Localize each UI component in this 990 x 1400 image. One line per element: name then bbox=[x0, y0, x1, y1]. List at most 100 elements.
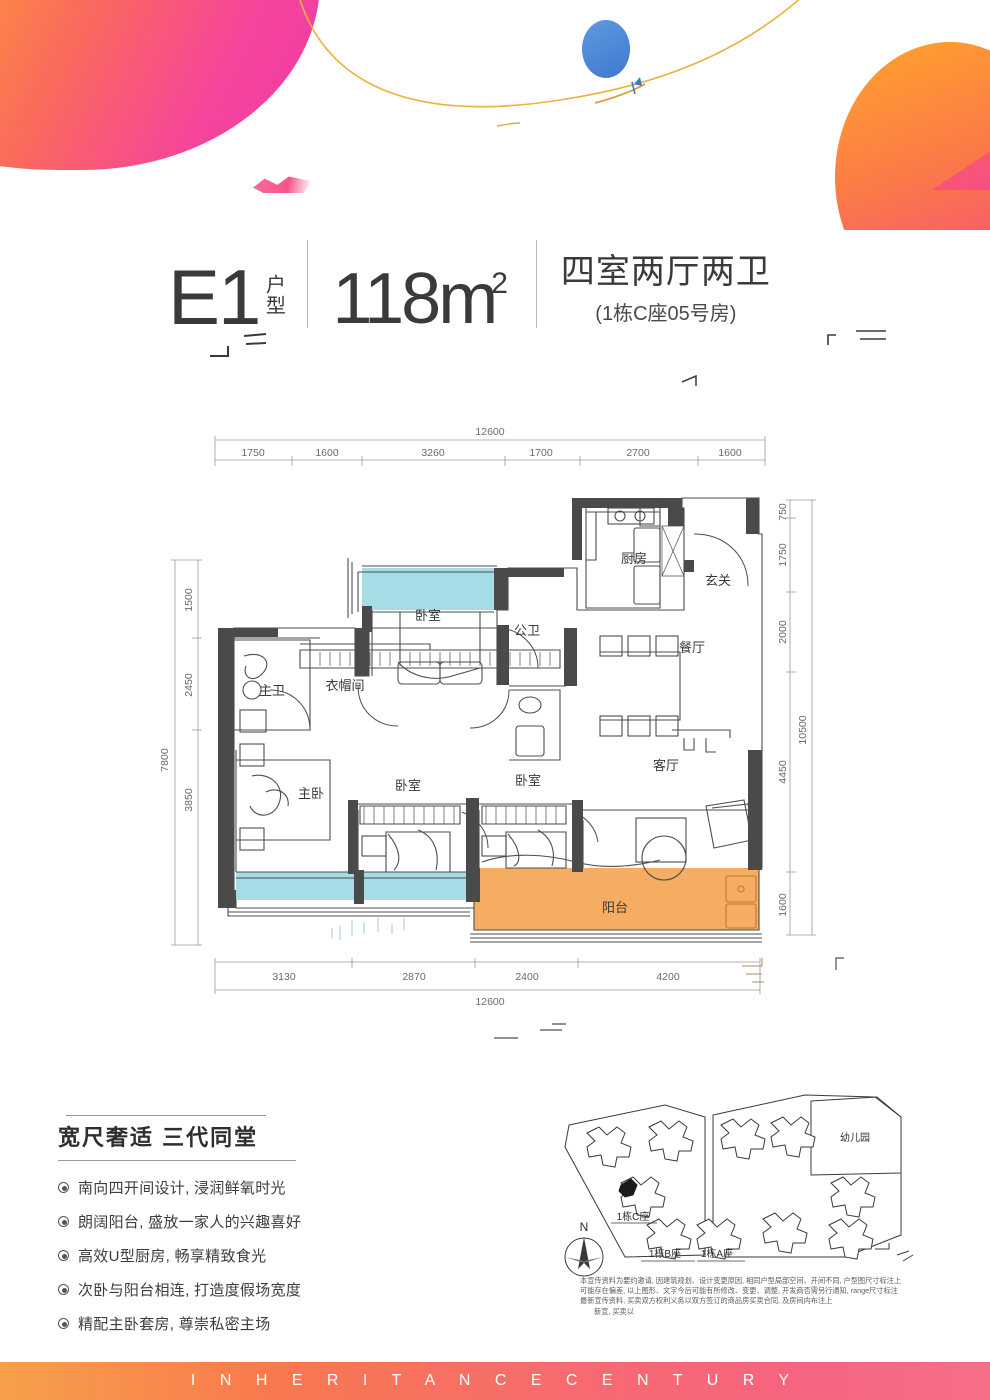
room-label-entrance-hall: 玄关 bbox=[705, 573, 731, 588]
feature-text: 南向四开间设计, 浸润鲜氧时光 bbox=[78, 1180, 286, 1197]
door-swings bbox=[269, 627, 599, 849]
room-label-walk-in-closet: 衣帽间 bbox=[325, 678, 364, 693]
bullet-icon bbox=[58, 1250, 69, 1261]
feature-item: 精配主卧套房, 尊崇私密主场 bbox=[58, 1313, 398, 1334]
room-label-public-bathroom: 公卫 bbox=[514, 623, 540, 638]
dim-top-seg-4: 2700 bbox=[626, 447, 650, 459]
dim-right-total: 10500 bbox=[797, 715, 809, 744]
disclaimer-line-1: 本宣传资料为要约邀请, 因建筑规划、设计变更原因, 相同户型局部空间、开间不同,… bbox=[580, 1276, 902, 1285]
dim-bottom-seg-3: 4200 bbox=[656, 971, 680, 983]
floor-plan: 12600 1750 1600 3260 1700 2700 1600 7800… bbox=[0, 400, 990, 1040]
room-label-bedroom-south: 卧室 bbox=[515, 773, 541, 788]
unit-area-unit: m bbox=[438, 259, 498, 340]
feature-text: 精配主卧套房, 尊崇私密主场 bbox=[78, 1316, 271, 1333]
disclaimer-line-3: 最新宣传资料, 买卖双方权利义务以双方签订的商品房买卖合同, 及房间内布注上 bbox=[580, 1296, 833, 1306]
features-rule-top bbox=[66, 1115, 266, 1116]
dimension-chain-bottom bbox=[214, 958, 761, 994]
bullet-icon bbox=[58, 1216, 69, 1227]
dim-right-seg-1: 1750 bbox=[777, 543, 789, 567]
feature-item: 高效U型厨房, 畅享精致食光 bbox=[58, 1245, 398, 1266]
dim-right-seg-2: 2000 bbox=[777, 620, 789, 644]
site-label-kindergarten: 幼儿园 bbox=[840, 1131, 870, 1144]
dim-left-seg-2: 3850 bbox=[183, 788, 195, 812]
dim-top-seg-5: 1600 bbox=[718, 447, 742, 459]
feature-item: 南向四开间设计, 浸润鲜氧时光 bbox=[58, 1177, 398, 1198]
title-divider-1 bbox=[307, 240, 309, 328]
bullet-icon bbox=[58, 1182, 69, 1193]
wall-outlines bbox=[227, 497, 763, 943]
unit-room-block: 四室两厅两卫 (1栋C座05号房) bbox=[560, 252, 771, 332]
dimension-chain-left bbox=[171, 559, 202, 946]
balcony-fill-main bbox=[474, 868, 759, 930]
room-label-bedroom-middle: 卧室 bbox=[395, 778, 421, 793]
features-rule-bottom bbox=[58, 1160, 296, 1161]
small-scratch-mark bbox=[681, 374, 697, 386]
dim-bottom-total: 12600 bbox=[475, 996, 504, 1008]
site-building-glyphs bbox=[586, 1116, 876, 1260]
room-label-dining-room: 餐厅 bbox=[679, 640, 705, 655]
unit-area: 118m2 bbox=[332, 263, 511, 335]
site-parcel-west bbox=[564, 1104, 706, 1258]
room-label-living-room: 客厅 bbox=[653, 758, 679, 773]
footer-brand-text: I N H E R I T A N C E C E N T U R Y bbox=[190, 1372, 800, 1389]
feature-text: 朗阔阳台, 盛放一家人的兴趣喜好 bbox=[78, 1214, 302, 1231]
dim-top-seg-1: 1600 bbox=[315, 447, 339, 459]
room-count-label: 四室两厅两卫 bbox=[560, 252, 771, 291]
dim-left-seg-0: 1500 bbox=[183, 588, 195, 612]
unit-title-block: E1 户型 118m2 四室两厅两卫 (1栋C座05号房) bbox=[168, 240, 771, 342]
dimension-chain-right bbox=[786, 499, 816, 936]
title-divider-2 bbox=[535, 240, 537, 328]
unit-area-value: 118 bbox=[332, 259, 441, 340]
features-title: 宽尺奢适 三代同堂 bbox=[58, 1125, 259, 1150]
site-label-building-1b: 1栋B座 bbox=[649, 1247, 681, 1260]
dim-top-seg-0: 1750 bbox=[241, 447, 265, 459]
unit-area-superscript: 2 bbox=[491, 267, 508, 301]
bullet-icon bbox=[58, 1284, 69, 1295]
site-kindergarten-block bbox=[810, 1096, 902, 1176]
dim-bottom-seg-1: 2870 bbox=[402, 971, 426, 983]
features-panel: 宽尺奢适 三代同堂 南向四开间设计, 浸润鲜氧时光 朗阔阳台, 盛放一家人的兴趣… bbox=[58, 1115, 398, 1347]
dim-right-seg-0: 750 bbox=[777, 503, 789, 521]
features-list: 南向四开间设计, 浸润鲜氧时光 朗阔阳台, 盛放一家人的兴趣喜好 高效U型厨房,… bbox=[58, 1177, 398, 1334]
feature-text: 次卧与阳台相连, 打造度假场宽度 bbox=[78, 1282, 302, 1299]
compass-icon: N bbox=[564, 1220, 604, 1277]
site-highlighted-unit bbox=[618, 1178, 638, 1198]
footer-bar: I N H E R I T A N C E C E N T U R Y bbox=[0, 1362, 990, 1400]
room-label-master-bedroom: 主卧 bbox=[298, 786, 324, 801]
plan-artifact-marks bbox=[331, 918, 405, 940]
plan-bottom-scratch bbox=[494, 1023, 566, 1039]
room-label-master-bathroom: 主卫 bbox=[259, 683, 285, 698]
blue-ellipse-accent bbox=[582, 20, 630, 78]
disclaimer-line-2: 可能存在偏差, 以上图形、文字今后可能有所修改、变更、调整, 开发商否需另行通知… bbox=[580, 1286, 898, 1296]
feature-text: 高效U型厨房, 畅享精致食光 bbox=[78, 1248, 267, 1265]
site-plan: 幼儿园 1栋C座 1栋B座 1栋A座 N bbox=[545, 1085, 945, 1285]
pink-brush-accent bbox=[253, 176, 311, 193]
disclaimer-text: 本宣传资料为要约邀请, 因建筑规划、设计变更原因, 相同户型局部空间、开间不同,… bbox=[580, 1276, 942, 1317]
bullet-icon bbox=[58, 1318, 69, 1329]
balcony-fill-southwest bbox=[236, 872, 354, 900]
plan-right-scratch bbox=[835, 957, 844, 970]
dim-right-seg-3: 4450 bbox=[777, 760, 789, 784]
dim-left-seg-1: 2450 bbox=[183, 673, 195, 697]
site-scratch-marks bbox=[875, 1243, 914, 1262]
disclaimer-line-4: 新宣, 买卖以 bbox=[594, 1306, 634, 1316]
yellow-curve-lines bbox=[299, 0, 800, 127]
room-label-bedroom-north: 卧室 bbox=[415, 608, 441, 623]
room-label-kitchen: 厨房 bbox=[621, 551, 647, 566]
dimension-chain-top bbox=[214, 436, 766, 466]
header-decoration bbox=[0, 0, 990, 230]
dim-right-seg-4: 1600 bbox=[777, 893, 789, 917]
plan-corner-scratch bbox=[742, 958, 764, 983]
unit-code-suffix: 户型 bbox=[262, 274, 285, 316]
dim-top-seg-3: 1700 bbox=[529, 447, 553, 459]
site-label-building-1c: 1栋C座 bbox=[617, 1210, 650, 1223]
unit-code: E1 bbox=[168, 253, 261, 342]
balcony-fill-north bbox=[362, 568, 497, 610]
dim-top-seg-2: 3260 bbox=[421, 447, 445, 459]
gradient-blob-right-tail bbox=[932, 150, 990, 190]
site-label-building-1a: 1栋A座 bbox=[701, 1247, 733, 1260]
compass-north-label: N bbox=[580, 1220, 589, 1234]
unit-location-label: (1栋C座05号房) bbox=[595, 303, 737, 325]
dim-top-total: 12600 bbox=[475, 426, 504, 438]
corner-scratch-marks bbox=[827, 330, 886, 345]
